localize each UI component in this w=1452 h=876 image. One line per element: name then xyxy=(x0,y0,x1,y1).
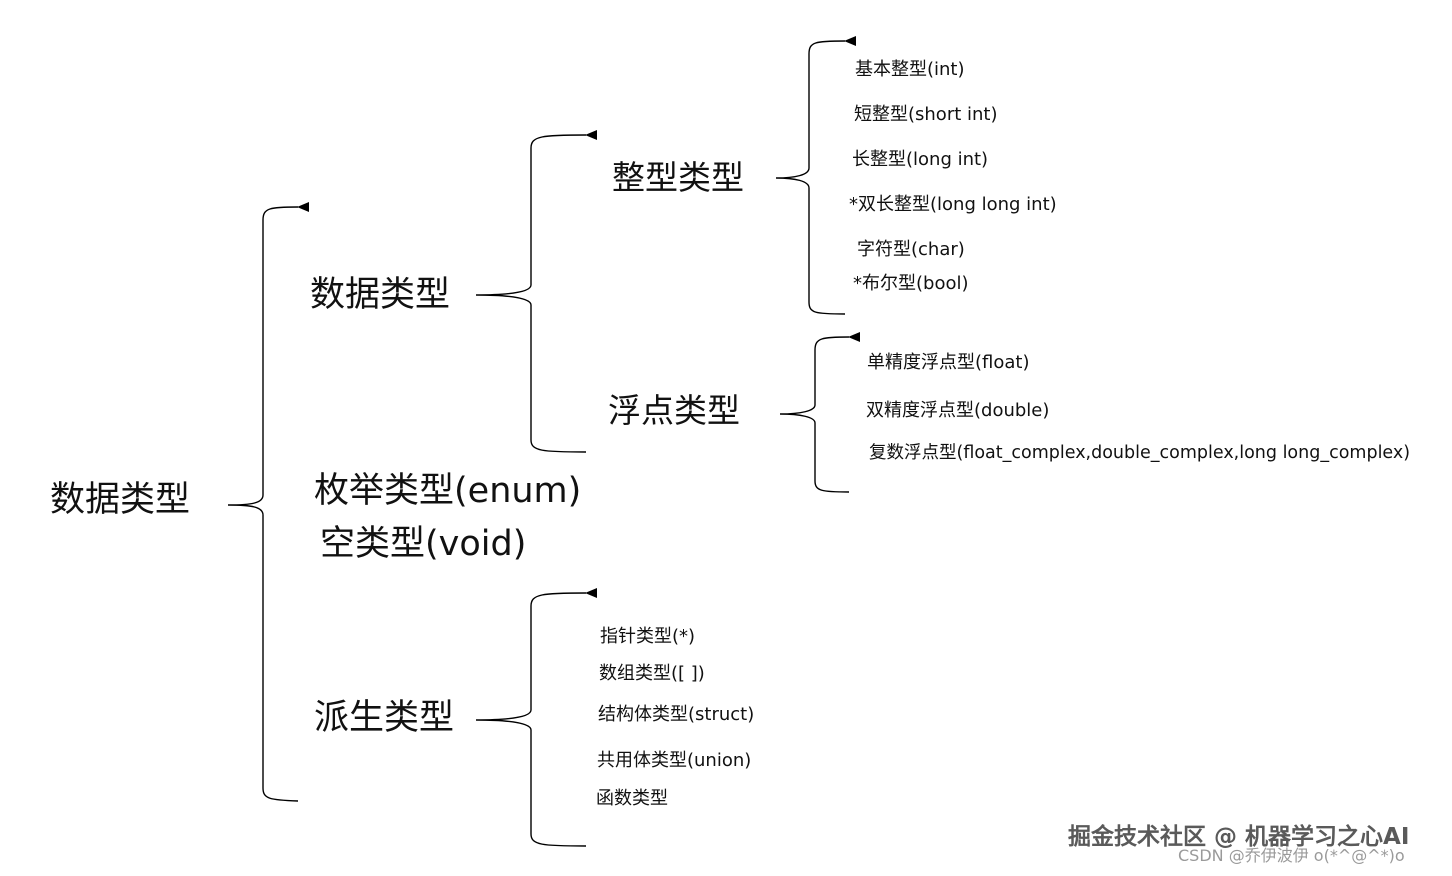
float-types-label: 浮点类型 xyxy=(608,391,740,430)
integer-type-item: 短整型(short int) xyxy=(854,104,998,125)
brace-float xyxy=(779,331,861,493)
integer-type-item: 字符型(char) xyxy=(857,239,965,260)
derived-type-item: 函数类型 xyxy=(596,788,668,809)
watermark-sub: CSDN @乔伊波伊 o(*^@^*)o xyxy=(1178,846,1405,865)
watermark-main: 掘金技术社区 @ 机器学习之心AI xyxy=(1068,824,1410,850)
float-type-item: 双精度浮点型(double) xyxy=(866,400,1050,421)
enum-type-label: 枚举类型(enum) xyxy=(314,471,582,511)
brace-integer xyxy=(775,35,857,315)
brace-derived xyxy=(475,587,598,847)
brace-basic xyxy=(475,129,598,453)
void-type-label: 空类型(void) xyxy=(320,524,527,564)
root-label: 数据类型 xyxy=(50,480,191,520)
basic-types-label: 数据类型 xyxy=(310,275,451,315)
derived-type-item: 指针类型(*) xyxy=(600,626,696,647)
integer-type-item: *布尔型(bool) xyxy=(853,273,969,294)
derived-type-item: 共用体类型(union) xyxy=(597,750,752,771)
integer-types-label: 整型类型 xyxy=(612,158,744,197)
integer-type-item: 基本整型(int) xyxy=(855,59,965,80)
integer-type-item: 长整型(long int) xyxy=(852,149,989,170)
float-type-item: 单精度浮点型(float) xyxy=(867,352,1030,373)
brace-root xyxy=(227,201,310,802)
float-type-item: 复数浮点型(float_complex,double_complex,long … xyxy=(869,443,1411,463)
derived-type-item: 结构体类型(struct) xyxy=(598,704,755,725)
derived-type-item: 数组类型([ ]) xyxy=(599,663,705,684)
derived-types-label: 派生类型 xyxy=(314,698,455,738)
integer-type-item: *双长整型(long long int) xyxy=(849,194,1057,215)
